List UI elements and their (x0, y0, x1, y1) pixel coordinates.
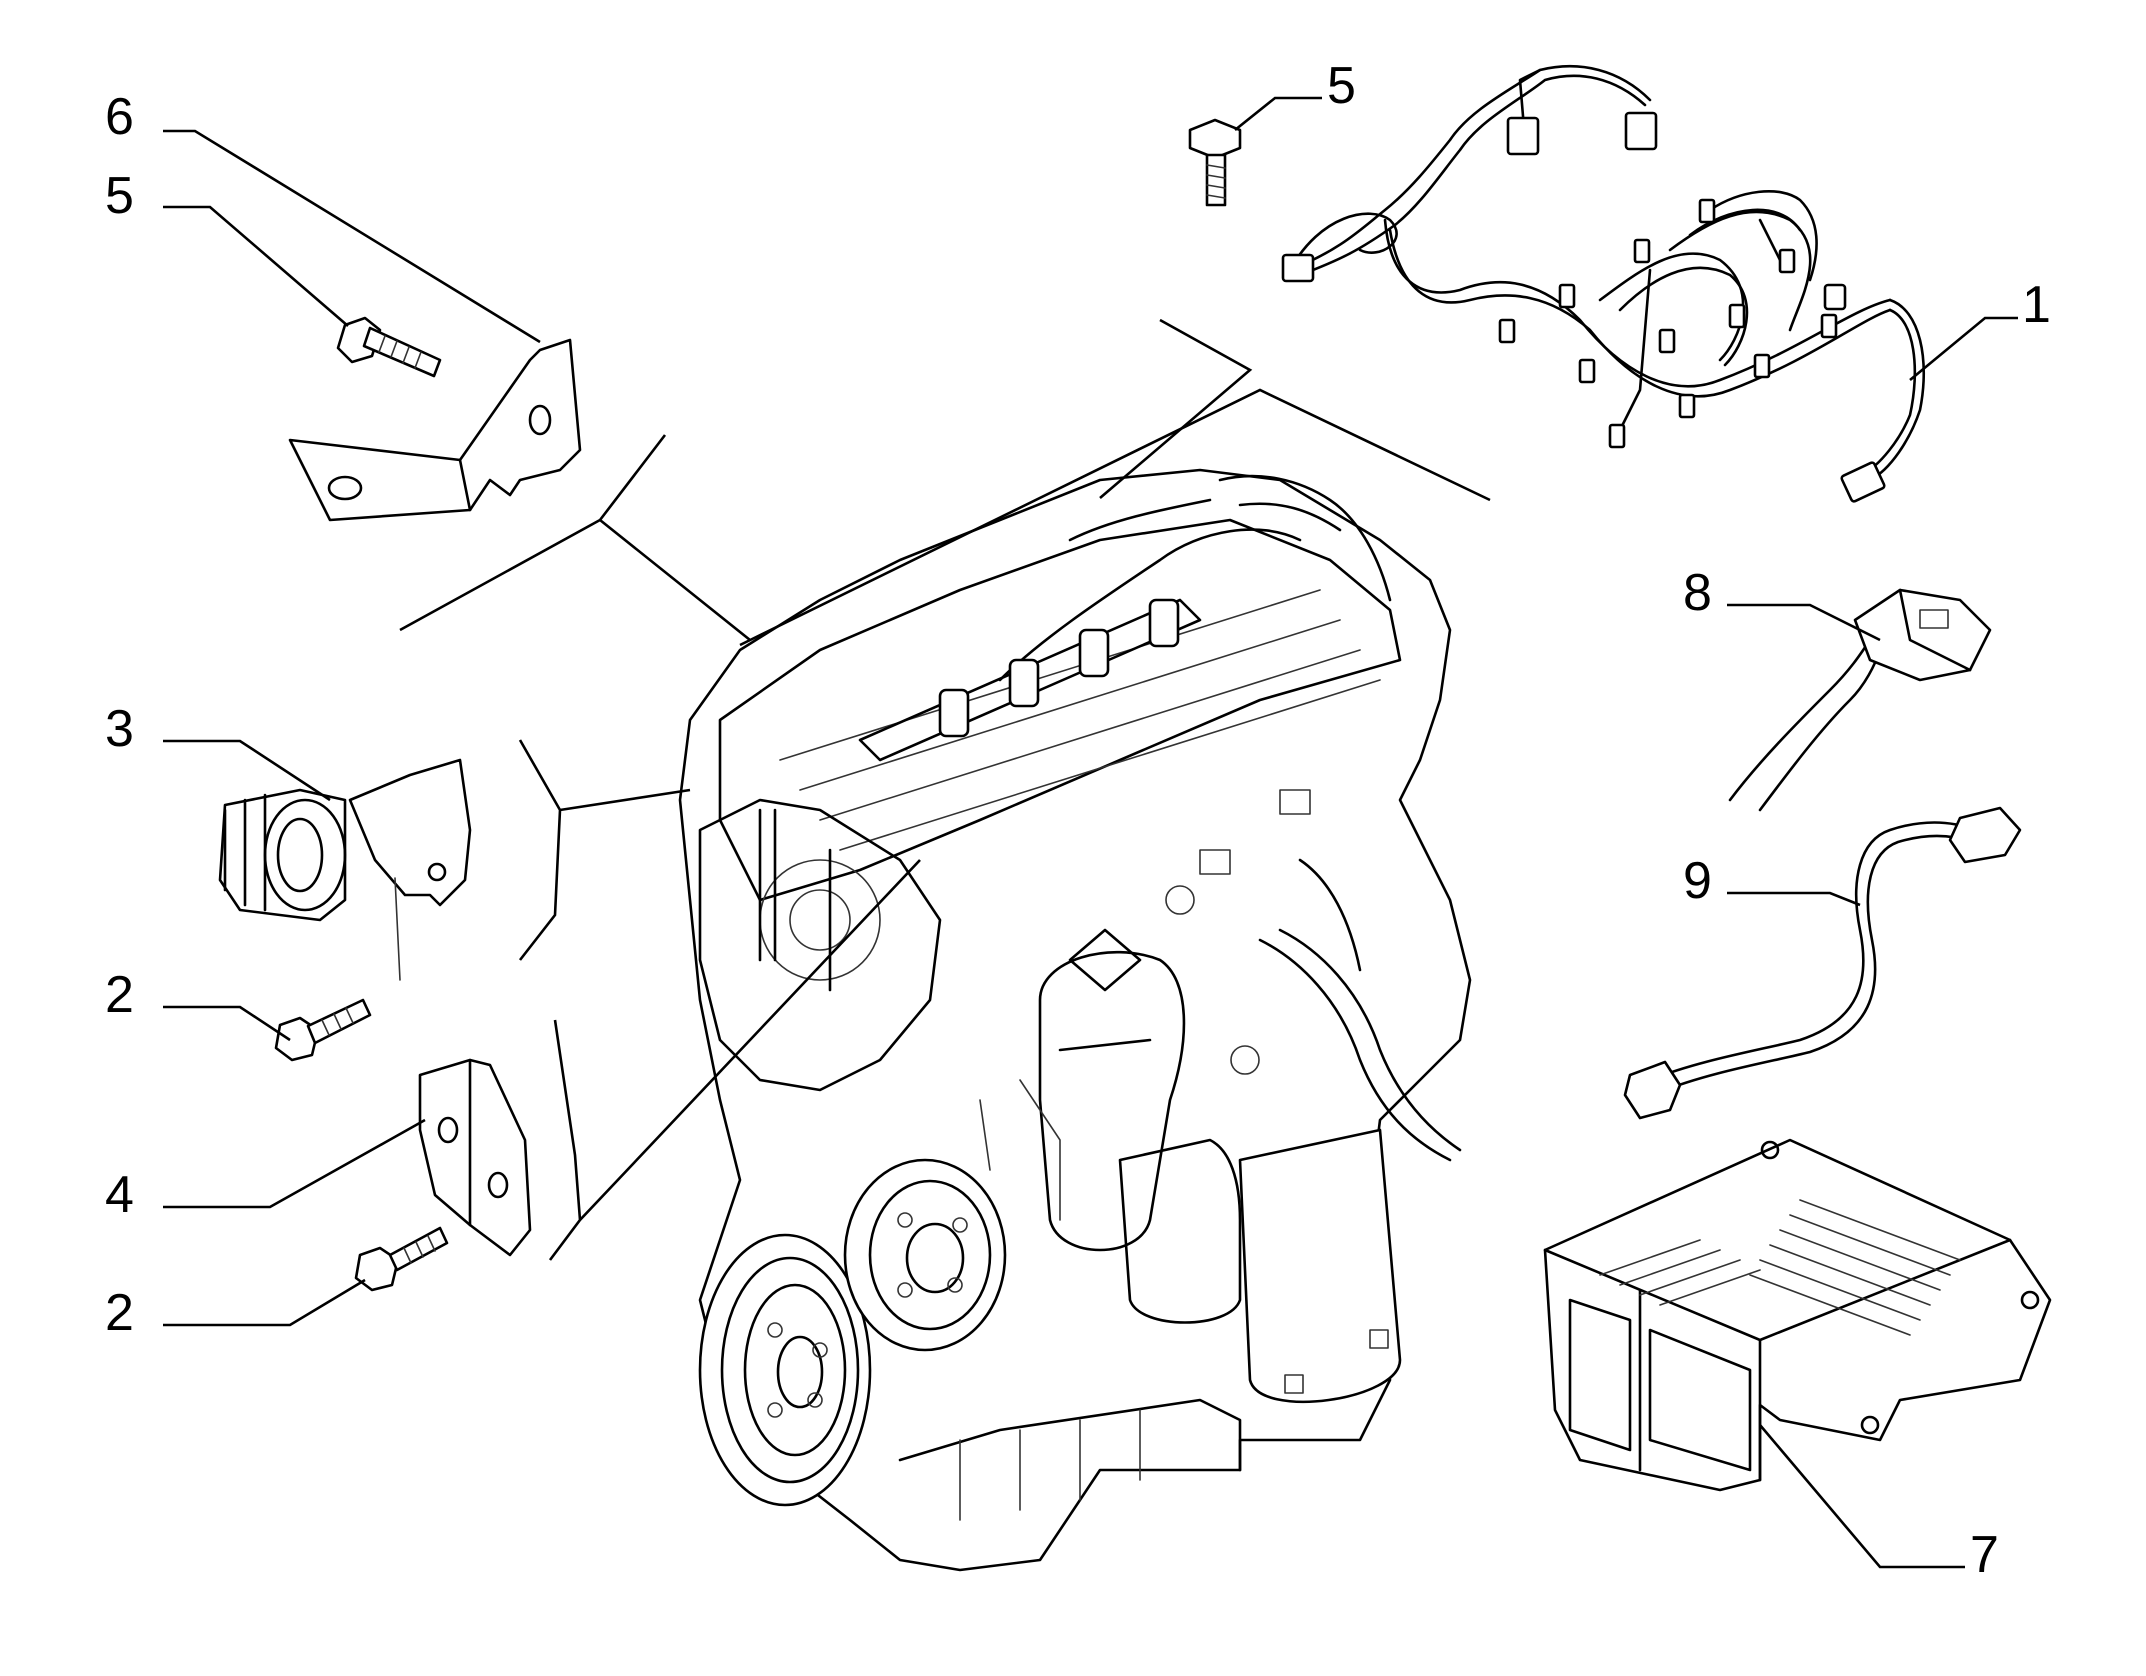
accessory-pulley (843, 1158, 1007, 1352)
callout-3: 3 (105, 700, 134, 758)
oil-filter-housing (1038, 928, 1186, 1252)
callout-6: 6 (105, 88, 134, 146)
bolt-left (336, 316, 442, 378)
sensor-with-bracket (218, 758, 472, 981)
sensor-cable (1623, 806, 2022, 1120)
callout-2-upper: 2 (105, 966, 134, 1024)
callout-1: 1 (2022, 276, 2051, 334)
engine-control-unit (1543, 1138, 2052, 1492)
callout-8: 8 (1683, 564, 1712, 622)
injector-group (938, 598, 1180, 738)
callout-7: 7 (1970, 1526, 1999, 1584)
bolt-lower-a (274, 998, 372, 1062)
crankshaft-pulley (698, 1233, 872, 1507)
callout-5-left: 5 (105, 167, 134, 225)
engine-assembly (678, 468, 1472, 1572)
bolt-lower-b (354, 1226, 449, 1292)
bracket-upper (288, 338, 582, 522)
oil-filter-canister (1118, 1128, 1402, 1404)
callout-4: 4 (105, 1166, 134, 1224)
callout-labels: 6 5 5 1 8 9 3 2 4 2 7 (105, 57, 2051, 1584)
connector-pigtail (1728, 588, 1992, 812)
bracket-lower (418, 1058, 532, 1257)
leader-lines (163, 96, 2018, 1569)
callout-2-lower: 2 (105, 1284, 134, 1342)
callout-5-top: 5 (1327, 57, 1356, 115)
wiring-harness (1281, 64, 1926, 503)
bolt-top (1188, 118, 1242, 207)
callout-9: 9 (1683, 852, 1712, 910)
